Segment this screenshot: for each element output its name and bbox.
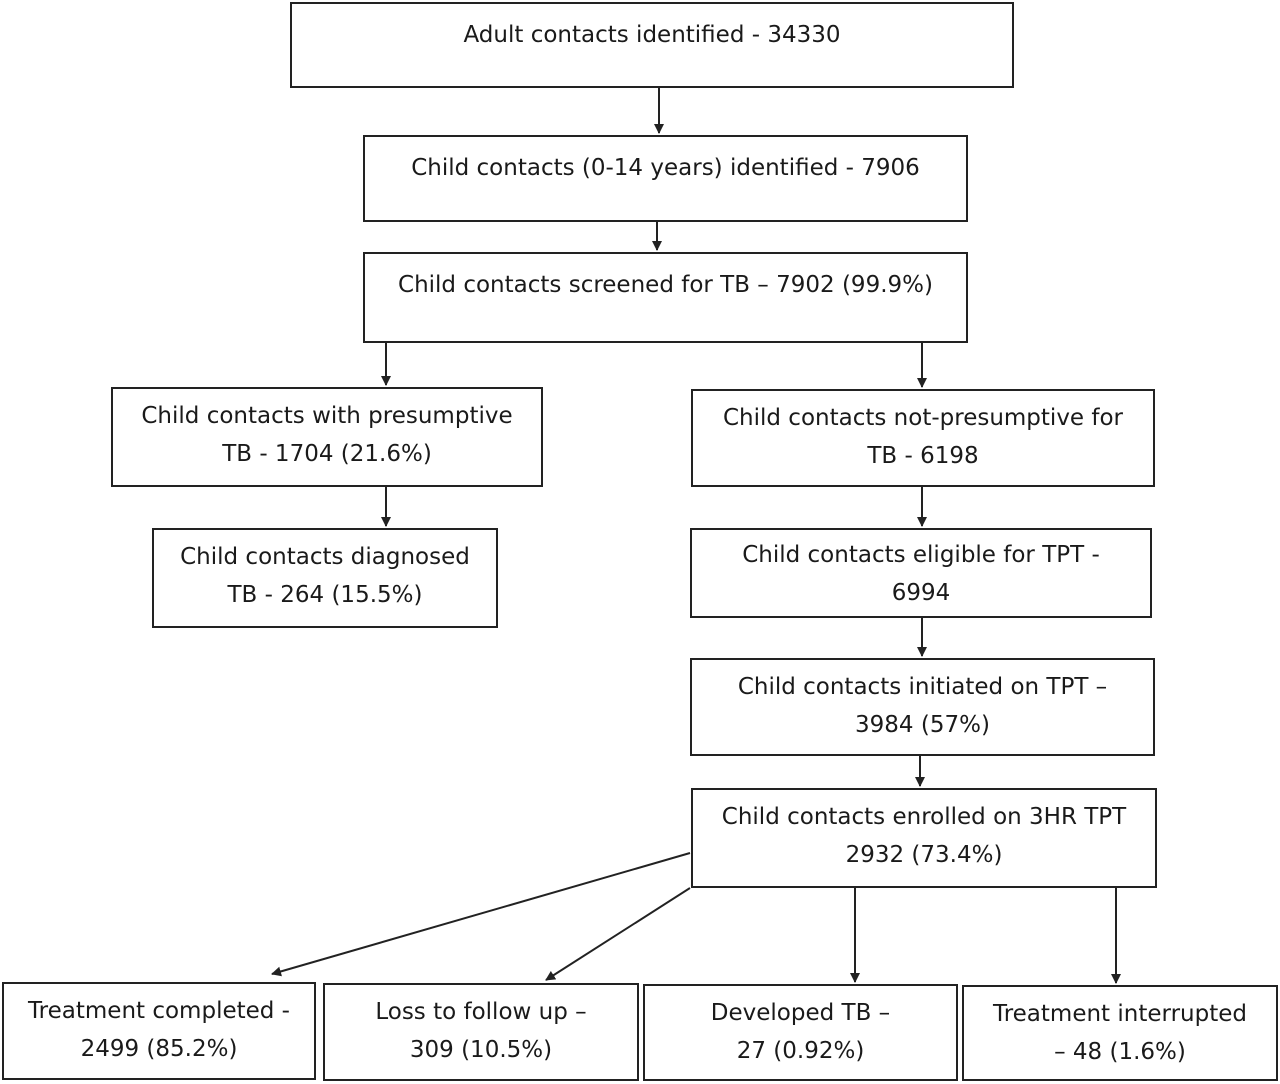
box-text-line2: 3984 (57%) <box>855 712 990 738</box>
box-text-line1: Treatment interrupted <box>993 1001 1247 1027</box>
box-presumptive: Child contacts with presumptive TB - 170… <box>111 387 543 487</box>
box-child-identified: Child contacts (0-14 years) identified -… <box>363 135 968 222</box>
box-not-presumptive: Child contacts not-presumptive for TB - … <box>691 389 1155 487</box>
box-text-line1: Child contacts eligible for TPT - <box>742 542 1100 568</box>
box-developed-tb: Developed TB – 27 (0.92%) <box>643 984 958 1081</box>
box-loss-to-follow-up: Loss to follow up – 309 (10.5%) <box>323 983 639 1081</box>
box-text-line2: 2499 (85.2%) <box>80 1036 238 1062</box>
box-text-line2: 2932 (73.4%) <box>845 842 1003 868</box>
box-text-line1: Child contacts with presumptive <box>141 403 513 429</box>
box-text-line2: 309 (10.5%) <box>409 1037 553 1063</box>
box-treatment-interrupted: Treatment interrupted – 48 (1.6%) <box>962 985 1278 1081</box>
box-text-line2: TB - 6198 <box>867 443 979 469</box>
box-text-line2: – 48 (1.6%) <box>1054 1039 1186 1065</box>
box-text-line1: Child contacts enrolled on 3HR TPT <box>721 804 1127 830</box>
box-enrolled-3hr: Child contacts enrolled on 3HR TPT 2932 … <box>691 788 1157 888</box>
box-text-line2: TB - 264 (15.5%) <box>227 582 423 608</box>
box-text: Adult contacts identified - 34330 <box>463 22 841 48</box>
box-text-line1: Treatment completed - <box>28 998 290 1024</box>
box-text: Child contacts (0-14 years) identified -… <box>411 155 920 181</box>
box-child-screened: Child contacts screened for TB – 7902 (9… <box>363 252 968 343</box>
box-text-line1: Child contacts not-presumptive for <box>722 405 1124 431</box>
box-adult-contacts: Adult contacts identified - 34330 <box>290 2 1014 88</box>
box-text-line1: Loss to follow up – <box>375 999 587 1025</box>
arrow-enrolled-to-loss <box>545 887 691 981</box>
box-text: Child contacts screened for TB – 7902 (9… <box>398 272 933 298</box>
box-eligible-tpt: Child contacts eligible for TPT - 6994 <box>690 528 1152 618</box>
box-text-line1: Child contacts initiated on TPT – <box>737 674 1108 700</box>
box-text-line2: 6994 <box>891 580 951 606</box>
arrow-enrolled-to-completed <box>271 852 691 977</box>
box-treatment-completed: Treatment completed - 2499 (85.2%) <box>2 982 316 1080</box>
box-initiated-tpt: Child contacts initiated on TPT – 3984 (… <box>690 658 1155 756</box>
box-text-line2: TB - 1704 (21.6%) <box>222 441 432 467</box>
box-text-line2: 27 (0.92%) <box>736 1038 865 1064</box>
box-text-line1: Developed TB – <box>710 1000 891 1026</box>
box-text-line1: Child contacts diagnosed <box>180 544 470 570</box>
box-diagnosed: Child contacts diagnosed TB - 264 (15.5%… <box>152 528 498 628</box>
